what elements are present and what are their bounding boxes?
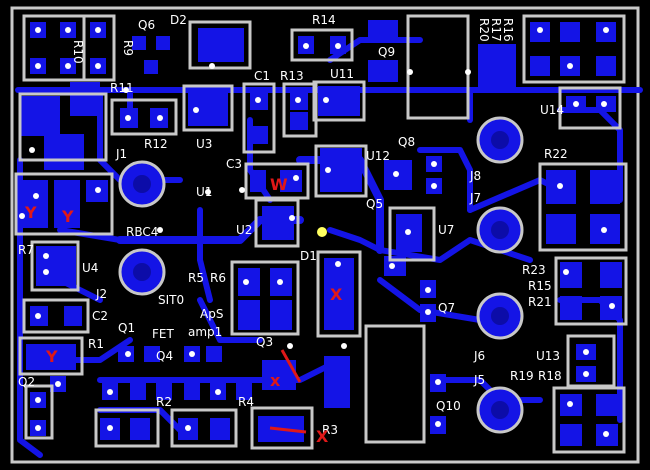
label-q4: Q4 [156, 349, 173, 363]
marker-y-left: Y [24, 203, 37, 222]
vias [19, 27, 615, 437]
label-aps: ApS [200, 307, 223, 321]
label-q1: Q1 [118, 321, 135, 335]
label-r22: R22 [544, 147, 568, 161]
jack-centres [133, 131, 509, 419]
label-q3: Q3 [256, 335, 273, 349]
label-j6: J6 [473, 349, 485, 363]
label-r19: R19 [510, 369, 534, 383]
marker-x-r3: X [316, 427, 329, 446]
label-j8: J8 [469, 169, 481, 183]
label-r14: R14 [312, 13, 336, 27]
label-amp1: amp1 [188, 325, 222, 339]
label-r6: R6 [210, 271, 226, 285]
label-r20: R20 [477, 18, 491, 42]
board-outline [10, 6, 640, 464]
label-fet: FET [152, 327, 174, 341]
label-c2: C2 [92, 309, 108, 323]
label-q2: Q2 [18, 375, 35, 389]
label-r10: R10 [71, 40, 85, 64]
label-q10: Q10 [436, 399, 461, 413]
label-r17: R17 [489, 18, 503, 42]
marker-x-q3: x [270, 371, 281, 390]
label-r21: R21 [528, 295, 552, 309]
red-annotations [269, 349, 307, 434]
label-j1: J1 [115, 147, 127, 161]
label-u1: U1 [196, 185, 212, 199]
label-q6: Q6 [138, 18, 155, 32]
marker-x-d1: X [330, 285, 343, 304]
red-markers: Y Y W X Y x X [24, 175, 343, 446]
label-j7: J7 [469, 191, 481, 205]
label-r4: R4 [238, 395, 254, 409]
label-r11: R11 [110, 81, 134, 95]
label-sit0: SIT0 [158, 293, 184, 307]
label-q5: Q5 [366, 197, 383, 211]
label-r18: R18 [538, 369, 562, 383]
label-q8: Q8 [398, 135, 415, 149]
label-u11: U11 [330, 67, 354, 81]
label-j5: J5 [473, 373, 485, 387]
label-d1: D1 [300, 249, 317, 263]
label-r3: R3 [322, 423, 338, 437]
label-r9: R9 [121, 40, 135, 56]
label-q7: Q7 [438, 301, 455, 315]
label-r7: R7 [18, 243, 34, 257]
label-r1: R1 [88, 337, 104, 351]
label-r12: R12 [144, 137, 168, 151]
label-r23: R23 [522, 263, 546, 277]
label-j2: J2 [95, 287, 107, 301]
marker-w: W [270, 175, 288, 194]
label-r2: R2 [156, 395, 172, 409]
label-r5: R5 [188, 271, 204, 285]
label-r13: R13 [280, 69, 304, 83]
label-d2: D2 [170, 13, 187, 27]
label-r16: R16 [501, 18, 515, 42]
label-u2: U2 [236, 223, 252, 237]
marker-y-lower: Y [45, 347, 58, 366]
label-u14: U14 [540, 103, 564, 117]
label-u13: U13 [536, 349, 560, 363]
label-c1: C1 [254, 69, 270, 83]
marker-y-right: Y [61, 207, 74, 226]
label-u4: U4 [82, 261, 98, 275]
label-u7: U7 [438, 223, 454, 237]
label-r15: R15 [528, 279, 552, 293]
copper-pads [20, 20, 622, 446]
label-q9: Q9 [378, 45, 395, 59]
label-u3: U3 [196, 137, 212, 151]
label-rbc4: RBC4 [126, 225, 158, 239]
label-c3: C3 [226, 157, 242, 171]
label-u12: U12 [366, 149, 390, 163]
component-labels: Q6 D2 R14 R16 R17 R20 R10 R9 Q9 U11 R11 … [18, 13, 568, 437]
